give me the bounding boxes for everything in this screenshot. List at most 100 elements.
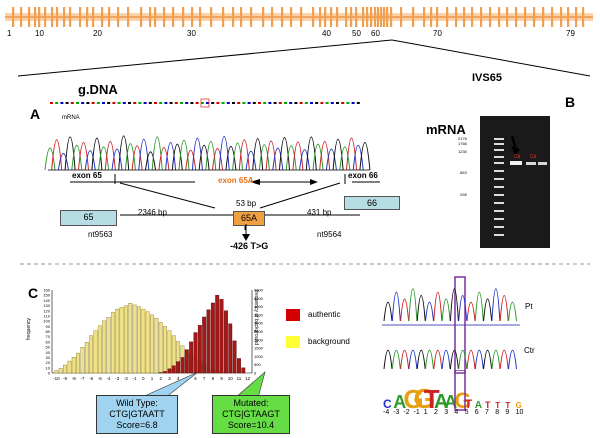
logo-highlight [454,370,466,411]
sequence-base [55,102,59,104]
authentic-bar [158,372,163,374]
sequence-base [325,102,329,104]
y-right-tick-label: 4500 [254,296,264,301]
mutation-label: -426 T>G [230,241,269,251]
background-bar [145,311,150,374]
exon-tick [92,7,95,27]
sequence-base [310,102,313,104]
exon-tick [436,7,439,27]
authentic-bar [171,365,176,374]
sequence-base [86,102,90,104]
exon-tick [69,7,72,27]
exon-tick [412,7,415,27]
x-tick-label: -9 [63,376,67,381]
y-left-tick-label: 90 [46,324,51,329]
sequence-base [320,102,324,104]
y-left-tick-label: 160 [43,288,50,293]
nt-left: nt9563 [88,230,113,239]
exon-tick [582,7,585,27]
authentic-bar [202,316,207,374]
x-tick-label: -4 [107,376,111,381]
y-right-tick-label: 5000 [254,288,264,293]
background-bar [71,357,76,374]
nt-right: nt9564 [317,230,342,239]
chromatogram-peak [138,138,150,171]
exon-tick [163,7,166,27]
authentic-bar [206,309,211,374]
authentic-bar [167,368,172,374]
exon-tick [471,7,474,27]
authentic-bar [228,323,233,374]
exon-tick [127,7,130,27]
y-left-tick-label: 130 [43,303,50,308]
exon-tick [324,7,327,27]
exon-65-label: exon 65 [72,171,102,180]
sequence-base [164,102,168,104]
exon-box-65-label: 65 [83,212,94,222]
chromatogram-peak [131,145,143,171]
sequence-base [304,102,308,104]
background-bar [154,318,159,374]
bp-mid: 53 bp [236,199,257,208]
exon-65a-label: exon 65A [218,176,254,185]
ladder-band [494,210,504,212]
y-left-tick-label: 40 [46,350,51,355]
logo-letter: A [444,392,457,412]
chromatogram-peak [319,141,331,171]
sequence-base [91,102,95,104]
sequence-base [221,102,225,104]
wild-type-line-1: Wild Type: [116,398,158,408]
x-tick-label: -8 [72,376,76,381]
chromatogram-peak [118,135,130,171]
exon-tick [222,7,225,27]
sequence-base [206,102,209,104]
chromatogram-peak [299,149,311,171]
bp-right: 431 bp [307,208,332,217]
panel-c-letter: C [28,285,39,301]
exon-tick [63,7,66,27]
exon-tick [350,7,353,27]
exon-tick [44,7,47,27]
sequence-base [195,102,199,104]
chromatogram-peak [44,147,56,171]
sequence-base [200,102,204,104]
sequence-base [133,102,137,104]
chromatogram-peak [279,137,290,171]
sequence-base [294,102,298,104]
background-bar [128,303,133,374]
chromatogram-peak [64,136,76,171]
logo-letter: T [465,397,473,411]
exon-box-66: 66 [344,196,400,210]
sequence-base [122,102,126,104]
logo-position-label: 9 [505,409,510,416]
sequence-base [216,102,220,104]
y-left-tick-label: 140 [43,298,50,303]
x-tick-label: -10 [53,376,60,381]
ladder-1230: 1230 [458,149,467,154]
y-left-tick-label: 10 [46,365,51,370]
exon-tick [51,7,54,27]
sequence-base [336,102,339,104]
x-tick-label: 7 [203,376,206,381]
background-bar [150,314,154,374]
exon-tick [12,7,15,27]
chromatogram-peak [305,136,317,171]
sequence-base [107,102,111,104]
pt-trace-peak [408,288,418,322]
ladder-band [494,226,504,228]
logo-position-label: 10 [515,409,524,416]
chromatogram-peak [359,142,371,171]
exon-tick [567,7,570,27]
legend-background-swatch [286,336,300,348]
authentic-bar [241,367,246,374]
background-bar [80,347,85,374]
x-tick-label: 2 [159,376,162,381]
exon-map [0,0,600,40]
exon-tick [191,7,194,27]
chromatogram-peak [258,144,270,171]
ctr-trace-peak [499,349,509,370]
y-right-tick-label: 1500 [254,346,264,351]
sequence-base [351,102,355,104]
ctr-trace-peak [508,349,517,370]
sequence-base [190,102,194,104]
